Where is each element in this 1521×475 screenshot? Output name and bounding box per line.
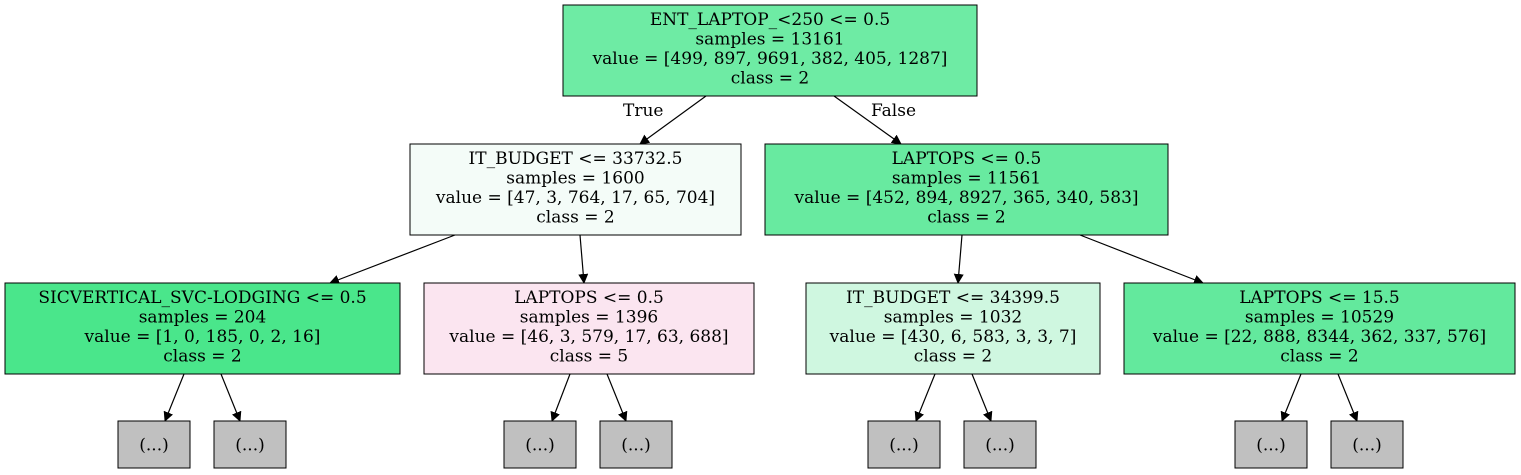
edge-line xyxy=(639,95,707,145)
node-class: class = 2 xyxy=(163,347,241,367)
node-value: value = [47, 3, 764, 17, 65, 704] xyxy=(435,188,715,208)
node-samples: samples = 1032 xyxy=(884,308,1022,328)
leaf-box xyxy=(599,420,673,469)
edge-label-true: True xyxy=(623,101,663,121)
node-box xyxy=(764,143,1169,236)
node-box xyxy=(1123,282,1516,375)
node-value: value = [499, 897, 9691, 382, 405, 1287] xyxy=(592,49,948,69)
node-value: value = [46, 3, 579, 17, 63, 688] xyxy=(448,327,728,347)
leaf-label: (...) xyxy=(889,436,918,456)
truncated-subtree-l6: (...) xyxy=(1234,420,1308,469)
truncated-subtree-l5: (...) xyxy=(963,420,1037,469)
leaf-box xyxy=(1234,420,1308,469)
tree-edge-arrow xyxy=(578,234,589,284)
leaf-box xyxy=(213,420,287,469)
leaf-label: (...) xyxy=(235,436,264,456)
node-samples: samples = 13161 xyxy=(695,30,844,50)
node-value: value = [430, 6, 583, 3, 3, 7] xyxy=(829,327,1077,347)
tree-edge-arrow xyxy=(914,373,936,422)
leaf-box xyxy=(867,420,941,469)
leaf-label: (...) xyxy=(1352,436,1381,456)
tree-edge-arrow xyxy=(220,373,242,422)
node-samples: samples = 1396 xyxy=(520,308,658,328)
edge-line xyxy=(1280,373,1302,422)
edge-line xyxy=(953,234,964,284)
node-class: class = 2 xyxy=(731,69,809,89)
edge-line xyxy=(329,234,456,285)
node-class: class = 5 xyxy=(550,347,628,367)
tree-edge-arrow xyxy=(606,373,628,422)
truncated-subtree-l7: (...) xyxy=(1330,420,1404,469)
edge-line xyxy=(163,373,185,422)
node-split-rule: LAPTOPS <= 15.5 xyxy=(1239,288,1400,308)
node-value: value = [1, 0, 185, 0, 2, 16] xyxy=(84,327,321,347)
node-value: value = [22, 888, 8344, 362, 337, 576] xyxy=(1152,327,1486,347)
node-box xyxy=(4,282,401,375)
node-box xyxy=(423,282,755,375)
leaf-label: (...) xyxy=(1256,436,1285,456)
leaf-label: (...) xyxy=(621,436,650,456)
leaf-box xyxy=(503,420,577,469)
tree-edge-arrow xyxy=(550,373,571,422)
edge-line xyxy=(578,234,589,284)
node-box xyxy=(562,4,978,97)
edge-line xyxy=(1079,234,1204,285)
node-class: class = 2 xyxy=(536,208,614,228)
tree-edge-arrow xyxy=(953,234,964,284)
node-box xyxy=(409,143,742,236)
node-split-rule: LAPTOPS <= 0.5 xyxy=(514,288,664,308)
edge-line xyxy=(833,95,902,145)
node-split-rule: SICVERTICAL_SVC-LODGING <= 0.5 xyxy=(38,288,366,308)
node-value: value = [452, 894, 8927, 365, 340, 583] xyxy=(793,188,1138,208)
tree-edge-arrow xyxy=(1280,373,1302,422)
node-split-rule: LAPTOPS <= 0.5 xyxy=(892,149,1042,169)
node-samples: samples = 11561 xyxy=(892,169,1041,189)
node-samples: samples = 204 xyxy=(139,308,267,328)
edge-line xyxy=(914,373,936,422)
node-split-rule: ENT_LAPTOP_<250 <= 0.5 xyxy=(650,10,890,30)
leaf-box xyxy=(963,420,1037,469)
leaf-label: (...) xyxy=(525,436,554,456)
node-split-rule: IT_BUDGET <= 34399.5 xyxy=(846,288,1060,308)
tree-edge-arrow xyxy=(329,234,456,285)
truncated-subtree-l4: (...) xyxy=(867,420,941,469)
node-class: class = 2 xyxy=(927,208,1005,228)
tree-edge-arrow xyxy=(1337,373,1359,422)
truncated-subtree-l2: (...) xyxy=(503,420,577,469)
truncated-subtree-l0: (...) xyxy=(117,420,191,469)
node-box xyxy=(805,282,1101,375)
edge-label-false: False xyxy=(871,101,916,121)
tree-edge-arrow xyxy=(163,373,185,422)
node-class: class = 2 xyxy=(1280,347,1358,367)
node-class: class = 2 xyxy=(914,347,992,367)
edge-line xyxy=(1337,373,1359,422)
leaf-label: (...) xyxy=(139,436,168,456)
truncated-subtree-l1: (...) xyxy=(213,420,287,469)
tree-edge-arrow xyxy=(639,95,707,145)
leaf-label: (...) xyxy=(985,436,1014,456)
tree-edge-arrow xyxy=(971,373,993,422)
node-samples: samples = 1600 xyxy=(506,169,644,189)
edge-line xyxy=(550,373,571,422)
node-samples: samples = 10529 xyxy=(1245,308,1394,328)
leaf-box xyxy=(1330,420,1404,469)
edge-line xyxy=(606,373,628,422)
node-split-rule: IT_BUDGET <= 33732.5 xyxy=(469,149,683,169)
edge-line xyxy=(220,373,242,422)
leaf-box xyxy=(117,420,191,469)
truncated-subtree-l3: (...) xyxy=(599,420,673,469)
tree-edge-arrow xyxy=(833,95,902,145)
edge-line xyxy=(971,373,993,422)
tree-edge-arrow xyxy=(1079,234,1204,285)
